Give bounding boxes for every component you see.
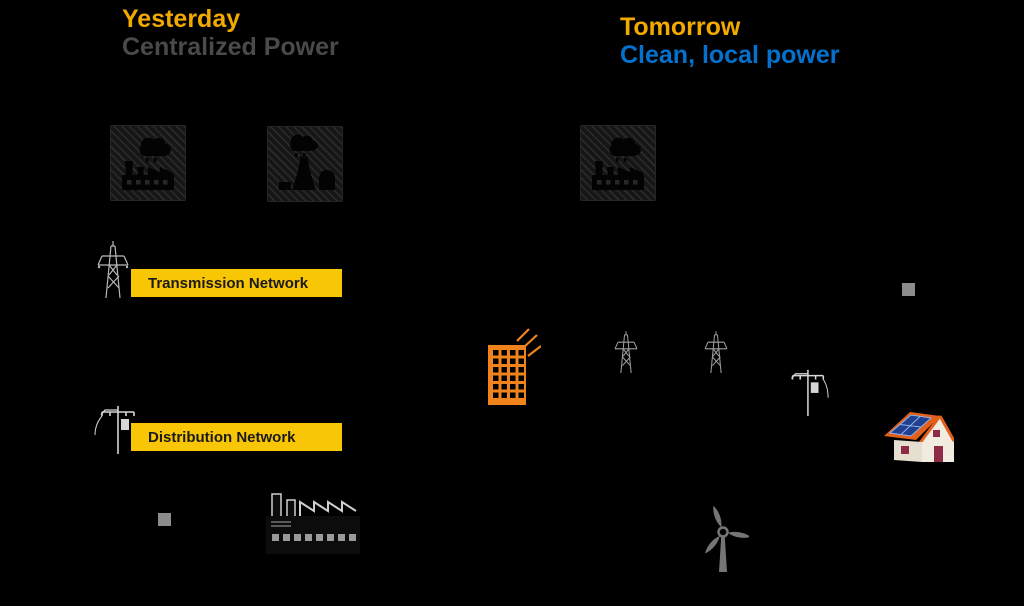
transmission-tower-icon [92, 238, 134, 298]
grid-node-square [902, 283, 915, 296]
transmission-network-banner: Transmission Network [131, 269, 342, 297]
tomorrow-subtitle: Clean, local power [620, 41, 840, 69]
transmission-tower-icon [607, 329, 645, 373]
office-building-icon [484, 327, 541, 407]
yesterday-title: Yesterday [122, 5, 241, 33]
fossil-power-plant-icon [110, 125, 186, 201]
tomorrow-title: Tomorrow [620, 13, 741, 41]
utility-pole-icon [92, 402, 140, 454]
grid-node-square [158, 513, 171, 526]
distribution-network-banner: Distribution Network [131, 423, 342, 451]
utility-pole-icon [782, 366, 830, 416]
wind-turbine-icon [697, 502, 749, 572]
yesterday-subtitle: Centralized Power [122, 33, 339, 61]
fossil-power-plant-icon [580, 125, 656, 201]
nuclear-power-plant-icon [267, 126, 343, 202]
transmission-tower-icon [697, 329, 735, 373]
solar-house-icon [884, 402, 954, 466]
factory-icon [262, 486, 364, 556]
